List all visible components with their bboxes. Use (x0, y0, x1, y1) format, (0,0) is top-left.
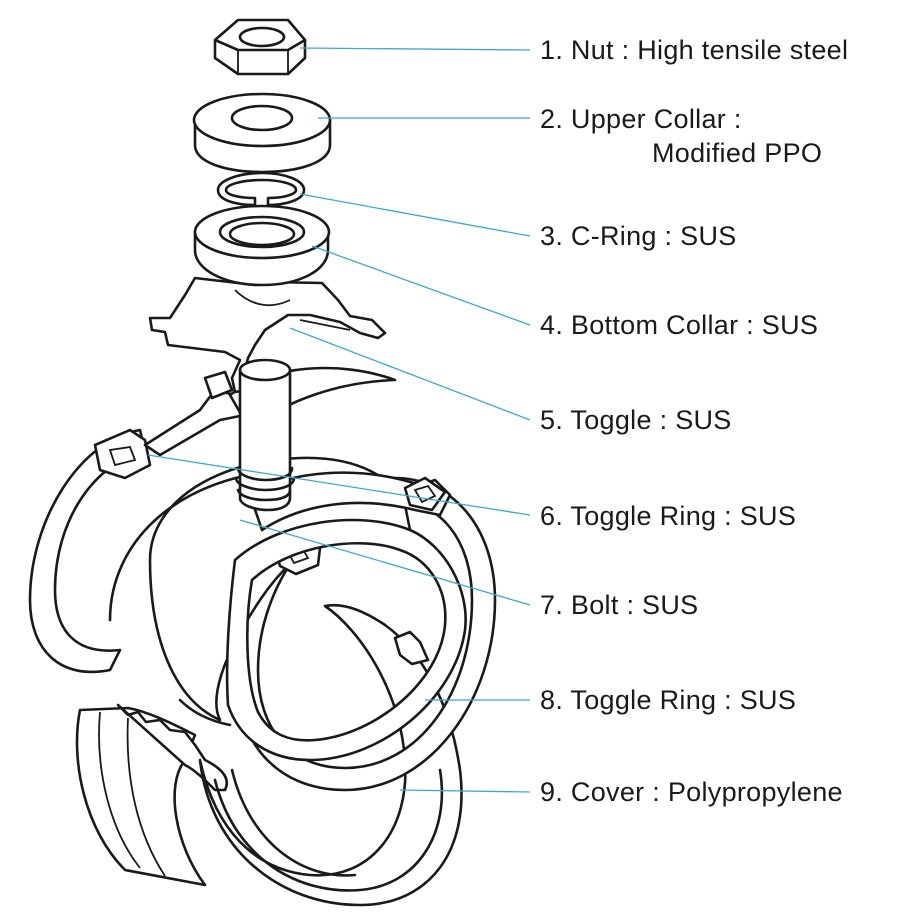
c-ring-part (216, 171, 306, 207)
cover-part (75, 603, 463, 907)
leader-7 (239, 519, 531, 606)
toggle-part (148, 276, 387, 394)
label-toggle-ring-lower: 8. Toggle Ring : SUS (540, 685, 797, 715)
label-upper-collar-material: Modified PPO (652, 138, 823, 168)
label-bolt: 7. Bolt : SUS (540, 590, 699, 620)
leader-lines (147, 47, 531, 793)
bottom-collar-part (193, 204, 331, 287)
upper-collar-part (192, 92, 332, 174)
leader-4 (311, 245, 531, 326)
leader-1 (299, 47, 531, 51)
leader-6 (147, 454, 531, 516)
leader-9 (399, 789, 531, 793)
leader-3 (299, 193, 531, 237)
label-toggle-ring-upper: 6. Toggle Ring : SUS (540, 501, 797, 531)
toggle-ring-upper-part (28, 366, 467, 762)
label-cover: 9. Cover : Polypropylene (540, 777, 843, 807)
leader-5 (289, 327, 531, 421)
label-nut: 1. Nut : High tensile steel (540, 35, 849, 65)
label-c-ring: 3. C-Ring : SUS (540, 221, 737, 251)
label-bottom-collar: 4. Bottom Collar : SUS (540, 310, 819, 340)
nut-part (213, 18, 307, 76)
label-upper-collar: 2. Upper Collar : (540, 104, 742, 134)
label-toggle: 5. Toggle : SUS (540, 405, 732, 435)
